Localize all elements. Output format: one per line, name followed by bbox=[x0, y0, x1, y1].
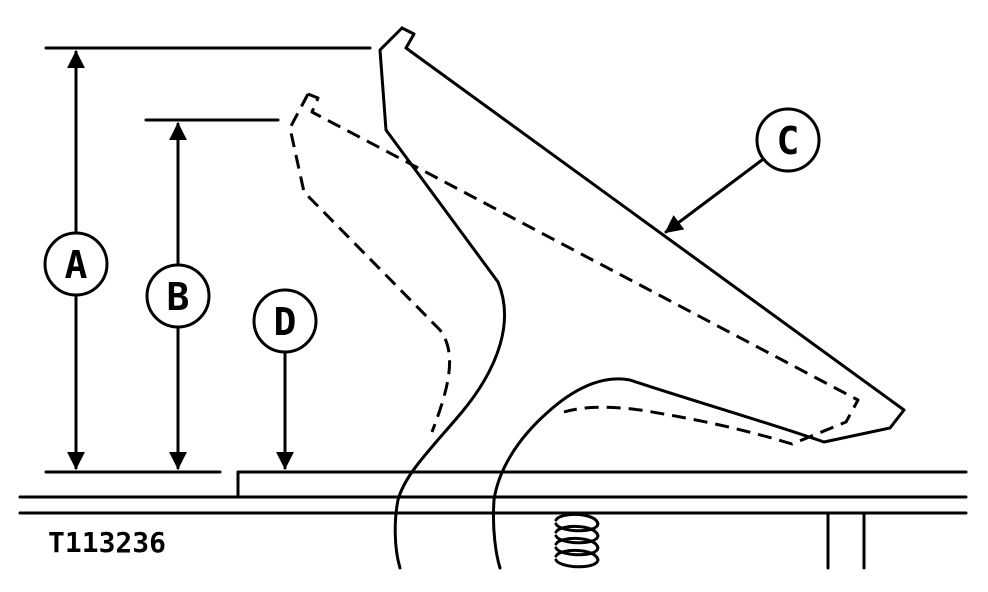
lever-lowered bbox=[288, 92, 860, 446]
figure-code: T113236 bbox=[48, 526, 166, 559]
callout-b-label: B bbox=[167, 275, 190, 319]
dimension-lines bbox=[44, 46, 372, 474]
lever-raised bbox=[378, 26, 906, 570]
callout-a-label: A bbox=[65, 243, 88, 287]
callout-b: B bbox=[145, 263, 211, 329]
callout-d: D bbox=[252, 288, 318, 354]
callout-a: A bbox=[43, 231, 109, 297]
callout-c: C bbox=[755, 107, 821, 173]
spring bbox=[554, 513, 600, 569]
callout-c-label: C bbox=[777, 119, 800, 163]
leader-c bbox=[664, 158, 764, 234]
support-legs bbox=[826, 511, 866, 570]
callout-d-label: D bbox=[274, 300, 297, 344]
